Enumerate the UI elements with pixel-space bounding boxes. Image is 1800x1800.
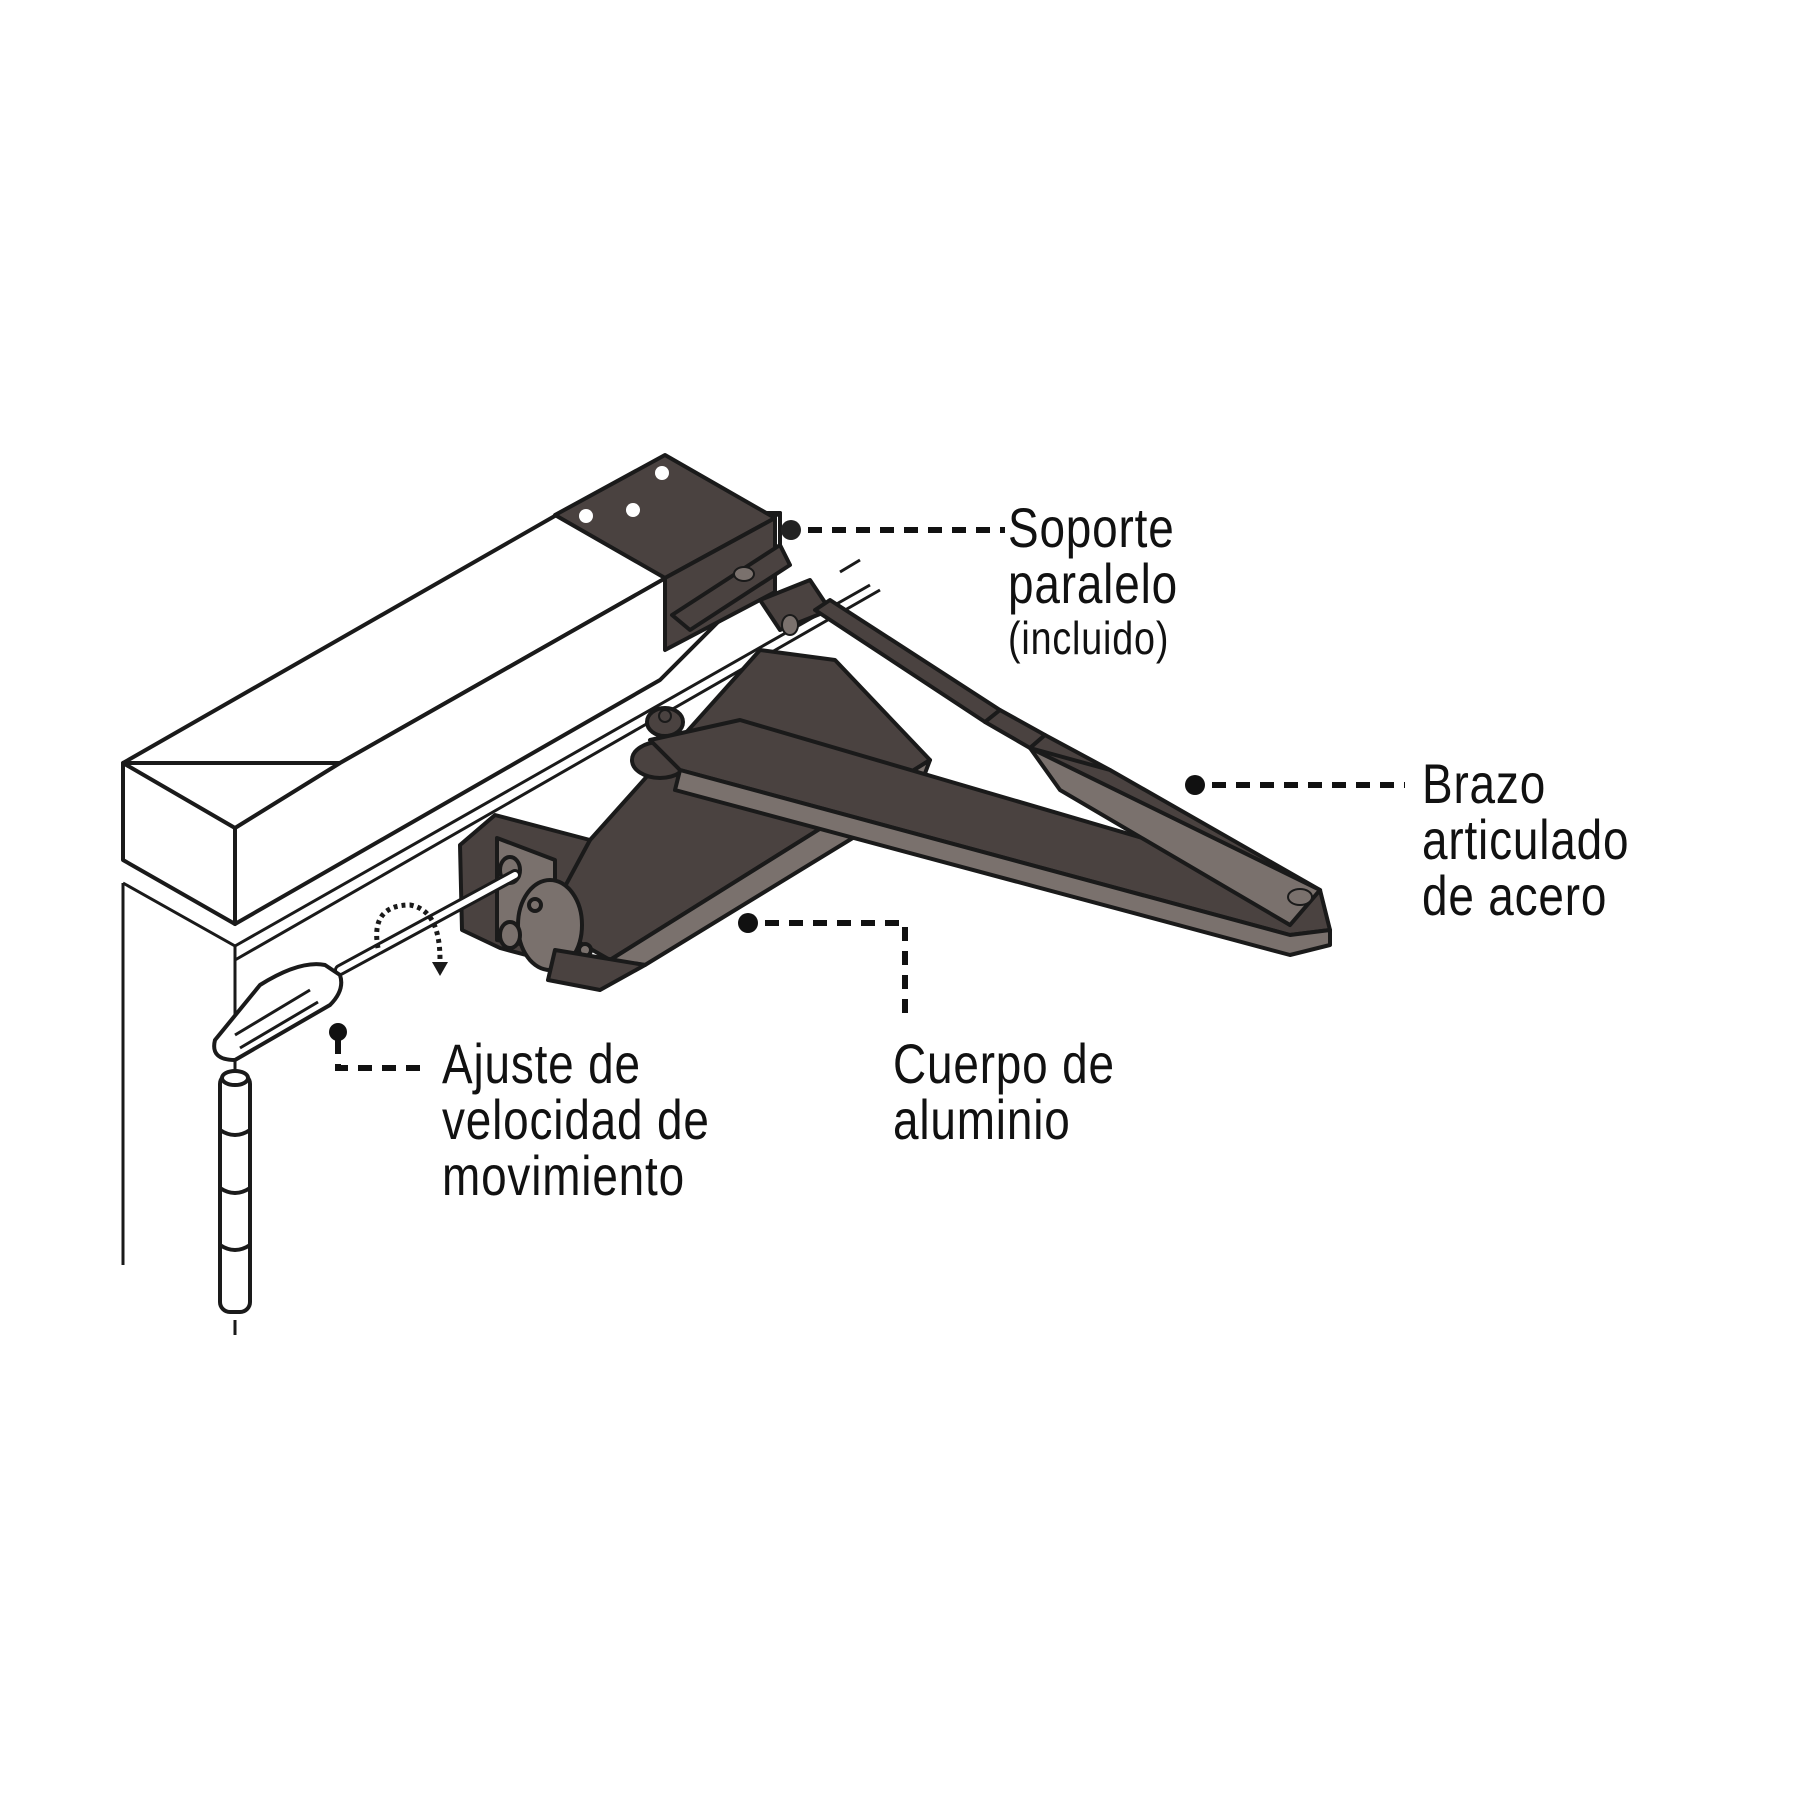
label-ajuste-line1: Ajuste de	[442, 1032, 641, 1095]
label-cuerpo-line2: aluminio	[893, 1088, 1071, 1151]
leader-cuerpo	[738, 913, 908, 1020]
label-ajuste-line3: movimiento	[442, 1144, 685, 1207]
label-brazo-line3: de acero	[1422, 864, 1608, 927]
label-soporte-paralelo: Soporte paralelo (incluido)	[1008, 496, 1178, 665]
screwdriver	[212, 869, 521, 1063]
label-cuerpo-aluminio: Cuerpo de aluminio	[893, 1036, 1115, 1148]
leader-brazo	[1185, 775, 1405, 795]
label-brazo-line1: Brazo	[1422, 752, 1547, 815]
label-brazo-line2: articulado	[1422, 808, 1630, 871]
label-brazo-articulado: Brazo articulado de acero	[1422, 756, 1629, 924]
label-soporte-line1: Soporte	[1008, 496, 1175, 559]
label-ajuste-line2: velocidad de	[442, 1088, 710, 1151]
articulated-arm	[648, 718, 1332, 957]
label-soporte-line2: paralelo	[1008, 552, 1178, 615]
label-cuerpo-line1: Cuerpo de	[893, 1032, 1115, 1095]
label-soporte-line3: (incluido)	[1008, 612, 1170, 664]
leader-soporte	[781, 520, 1005, 540]
label-ajuste-velocidad: Ajuste de velocidad de movimiento	[442, 1036, 710, 1204]
hinge	[218, 1069, 252, 1314]
leader-ajuste	[329, 1023, 430, 1071]
